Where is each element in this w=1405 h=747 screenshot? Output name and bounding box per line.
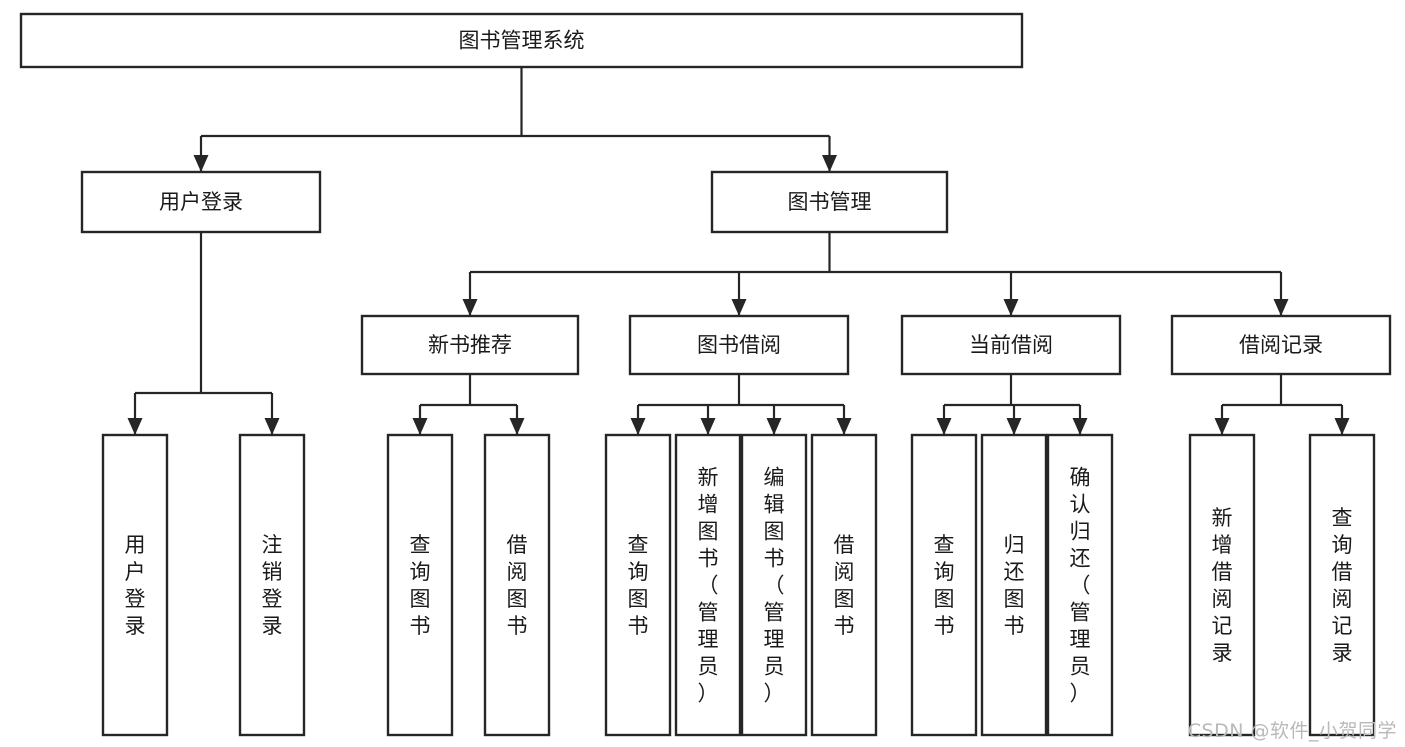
arrow-head-icon [1072,418,1088,435]
node-label: 新书推荐 [428,333,512,357]
node-新增图书管理员[interactable]: 新增图书（管理员） [674,433,742,737]
arrow-head-icon [700,418,716,435]
arrow-head-icon [509,418,525,435]
node-查询图书[interactable]: 查询图书 [604,433,672,737]
arrow-head-icon [193,155,209,172]
arrow-head-icon [836,418,852,435]
node-box[interactable] [1188,433,1256,737]
node-查询图书[interactable]: 查询图书 [386,433,454,737]
node-box[interactable] [483,433,551,737]
node-box[interactable] [101,433,169,737]
arrow-head-icon [462,299,478,316]
node-box[interactable] [980,433,1048,737]
node-box[interactable] [628,314,850,376]
node-借阅图书[interactable]: 借阅图书 [483,433,551,737]
node-label: 查询借阅记录 [1332,506,1353,665]
node-用户登录[interactable]: 用户登录 [101,433,169,737]
arrow-head-icon [731,299,747,316]
node-box[interactable] [810,433,878,737]
node-label: 图书管理系统 [459,29,585,53]
node-box[interactable] [80,170,322,234]
node-label: 图书管理 [788,190,872,214]
node-label: 新增图书（管理员） [698,466,719,706]
node-新增借阅记录[interactable]: 新增借阅记录 [1188,433,1256,737]
node-label: 新增借阅记录 [1212,506,1233,665]
node-box[interactable] [604,433,672,737]
node-label: 借阅记录 [1239,333,1323,357]
node-label: 查询图书 [934,533,955,638]
node-新书推荐[interactable]: 新书推荐 [360,314,580,376]
node-注销登录[interactable]: 注销登录 [238,433,306,737]
node-label: 图书借阅 [697,333,781,357]
node-box[interactable] [710,170,949,234]
node-box[interactable] [360,314,580,376]
node-label: 用户登录 [159,190,243,214]
arrow-head-icon [264,418,280,435]
node-查询图书[interactable]: 查询图书 [910,433,978,737]
arrow-head-icon [1006,418,1022,435]
node-图书借阅[interactable]: 图书借阅 [628,314,850,376]
arrow-head-icon [412,418,428,435]
node-label: 查询图书 [410,533,431,638]
node-label: 归还图书 [1004,533,1025,638]
connector-layer [127,67,1350,435]
node-归还图书[interactable]: 归还图书 [980,433,1048,737]
node-label: 注销登录 [262,533,283,638]
node-box[interactable] [900,314,1122,376]
node-查询借阅记录[interactable]: 查询借阅记录 [1308,433,1376,737]
node-box[interactable] [740,433,808,737]
arrow-head-icon [766,418,782,435]
node-box[interactable] [386,433,454,737]
node-box[interactable] [674,433,742,737]
arrow-head-icon [1334,418,1350,435]
node-label: 借阅图书 [834,533,855,638]
arrow-head-icon [630,418,646,435]
node-label: 查询图书 [628,533,649,638]
node-确认归还管理员[interactable]: 确认归还（管理员） [1046,433,1114,737]
node-label: 用户登录 [125,533,146,638]
node-box[interactable] [238,433,306,737]
node-label: 确认归还（管理员） [1070,466,1091,706]
node-用户登录[interactable]: 用户登录 [80,170,322,234]
node-编辑图书管理员[interactable]: 编辑图书（管理员） [740,433,808,737]
node-图书管理系统[interactable]: 图书管理系统 [19,12,1024,69]
node-图书管理[interactable]: 图书管理 [710,170,949,234]
node-当前借阅[interactable]: 当前借阅 [900,314,1122,376]
arrow-head-icon [127,418,143,435]
node-box[interactable] [1046,433,1114,737]
arrow-head-icon [822,155,837,172]
node-借阅记录[interactable]: 借阅记录 [1170,314,1392,376]
node-box[interactable] [1170,314,1392,376]
node-label: 当前借阅 [969,333,1053,357]
node-box[interactable] [910,433,978,737]
node-label: 编辑图书（管理员） [764,466,785,706]
node-box[interactable] [1308,433,1376,737]
node-box[interactable] [19,12,1024,69]
node-借阅图书[interactable]: 借阅图书 [810,433,878,737]
arrow-head-icon [1214,418,1230,435]
arrow-head-icon [936,418,952,435]
arrow-head-icon [1003,299,1019,316]
node-layer: 图书管理系统用户登录图书管理新书推荐图书借阅当前借阅借阅记录用户登录注销登录查询… [19,12,1392,737]
node-label: 借阅图书 [507,533,528,638]
arrow-head-icon [1273,299,1289,316]
